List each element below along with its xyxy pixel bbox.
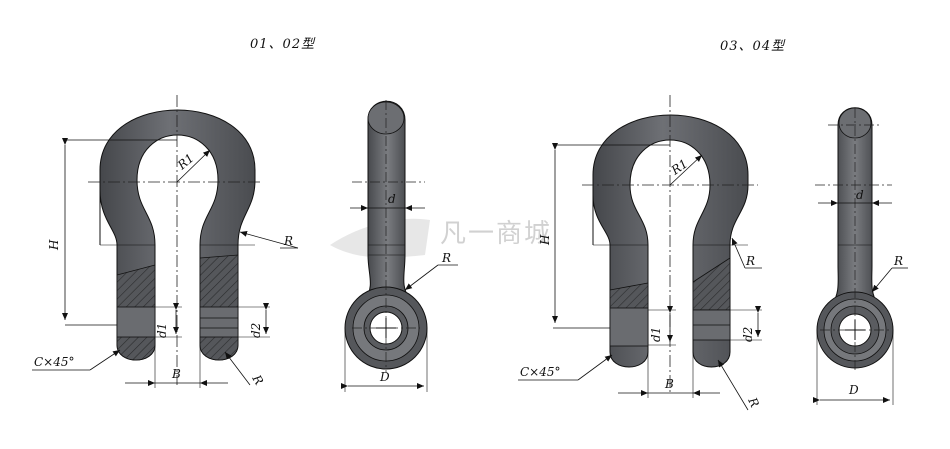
label-R-outer-right: R [745,254,755,268]
label-D: D [379,370,390,384]
leader-chamfer [89,349,121,371]
label-R-bottom: R [249,372,266,388]
leader-R-outer-right [731,237,746,269]
label-B: B [171,367,181,381]
label-d: d [388,192,396,206]
label-d-right: d [856,188,864,202]
label-R-side-right: R [893,254,903,268]
title-type-03-04: 03、04型 [720,39,786,54]
label-d1-right: d1 [649,327,663,342]
left-front-view: H R1 R d1 d2 B C×45° R [32,95,299,388]
label-R-side: R [441,251,451,265]
label-D-right: D [848,383,859,397]
pin-band-right [199,306,239,338]
leader-R-bottom [224,351,251,386]
label-R1: R1 [174,151,197,173]
watermark: 凡一商城 [330,218,552,258]
right-front-view: H R1 R d1 d2 B C×45° R [518,95,762,411]
label-chamfer-right: C×45° [520,365,561,379]
left-side-view: d R D [341,100,458,392]
leader-R1 [176,149,211,183]
label-H: H [47,239,61,251]
label-R-outer: R [283,234,293,248]
label-d2: d2 [249,323,263,338]
right-side-view: d R D [813,107,908,405]
leader-chamfer-right [577,354,613,381]
label-B-right: B [664,377,674,391]
leader-R1-right [669,154,703,186]
pin-band-left [116,306,156,338]
leader-R-side-right [871,267,893,293]
label-chamfer: C×45° [34,355,75,369]
leader-R-outer [239,230,299,249]
side-body [364,100,411,301]
label-R1-right: R1 [668,156,691,178]
label-R-bottom-right: R [745,394,762,409]
label-d2-right: d2 [741,327,755,342]
title-type-01-02: 01、02型 [250,37,316,52]
label-d1: d1 [155,323,169,338]
label-H-right: H [538,234,552,246]
leader-R-side [404,264,439,291]
leader-R-bottom-right [717,359,749,411]
watermark-text: 凡一商城 [440,219,552,249]
